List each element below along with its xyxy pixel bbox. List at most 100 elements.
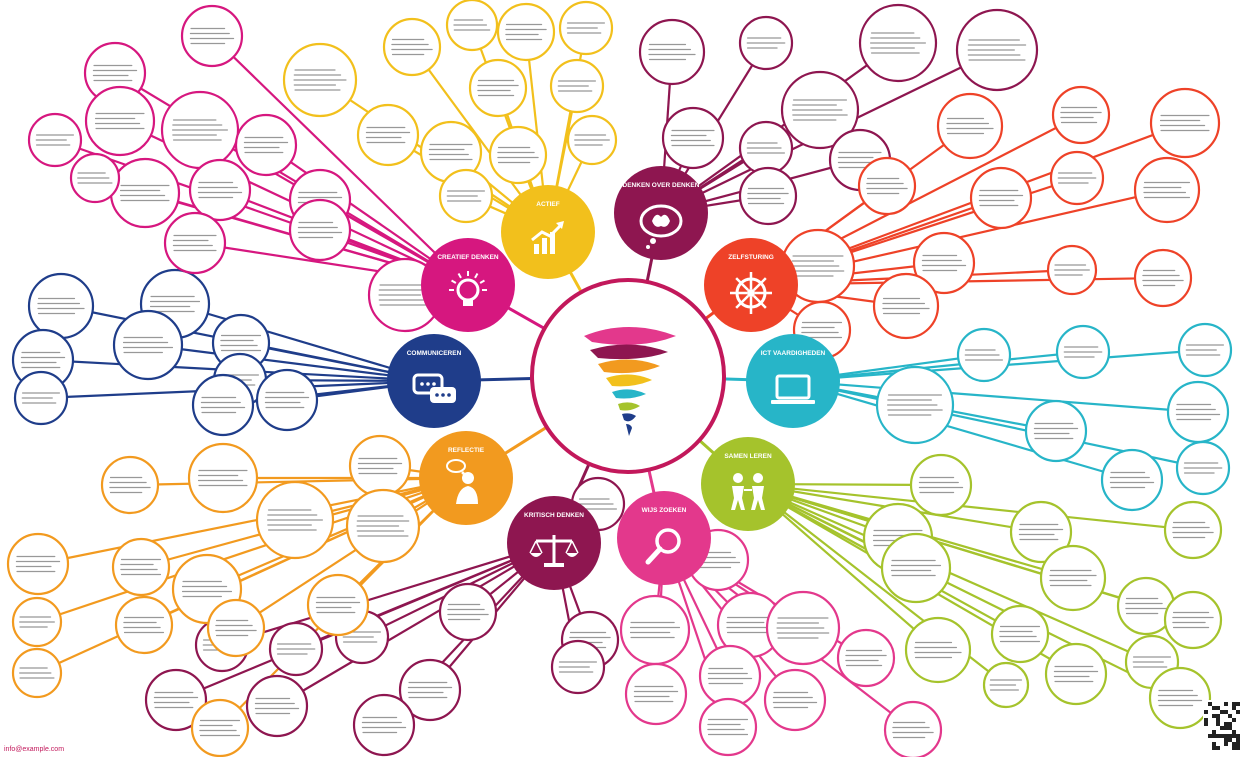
leaf-bubble-ict [875,365,955,445]
leaf-bubble-creatief [288,198,352,262]
leaf-bubble-actie [382,17,442,77]
leaf-bubble-zoek [836,628,896,688]
leaf-bubble-denken [955,8,1039,92]
leaf-bubble-comm [112,309,184,381]
leaf-bubble-zelfsturing [1051,85,1111,145]
leaf-bubble-samen [1163,500,1223,560]
leaf-bubble-zelfsturing [969,166,1033,230]
leaf-bubble-kritisch [144,668,208,732]
leaf-bubble-kritisch [245,674,309,738]
leaf-bubble-creatief [109,157,181,229]
leaf-bubble-reflectie [11,647,63,699]
leaf-bubble-denken [661,106,725,170]
leaf-bubble-kritisch [550,639,606,695]
ship-wheel-icon [730,272,772,314]
leaf-bubble-samen [1116,576,1176,636]
connector-kritisch [221,541,555,647]
hub-reflectie: REFLECTIE [419,431,513,525]
hub-title: SAMEN LEREN [724,453,772,460]
connector-creatief [211,35,469,286]
connector-samen [747,482,1194,532]
leaf-bubble-actie [488,125,548,185]
leaf-bubble-samen [990,604,1050,664]
scales-icon [529,535,579,567]
thinking-person-icon [446,459,478,504]
magnifier-icon [645,528,681,565]
leaf-bubble-actie [558,0,614,56]
speech-bubbles-icon [412,373,456,403]
leaf-bubble-reflectie [255,480,335,560]
leaf-bubble-creatief [234,113,298,177]
leaf-bubble-reflectie [345,488,421,564]
hub-samen: SAMEN LEREN [701,437,795,531]
leaf-bubble-ict [1024,399,1088,463]
leaf-bubble-creatief [84,85,156,157]
leaf-bubble-reflectie [187,442,259,514]
leaf-bubble-creatief [69,152,121,204]
leaf-bubble-samen [1039,544,1107,612]
people-icon [731,473,765,510]
hub-title: WIJS ZOEKEN [642,507,687,514]
leaf-bubble-zelfsturing [1049,150,1105,206]
leaf-bubble-samen [1044,642,1108,706]
leaf-bubble-reflectie [6,532,70,596]
connector-ict [792,379,1199,414]
leaf-bubble-creatief [27,112,83,168]
hub-kritisch: KRITISCH DENKEN [507,496,601,590]
leaf-bubble-zoek [624,662,688,726]
leaf-bubble-zoek [883,700,943,760]
leaf-bubble-creatief [188,158,252,222]
qr-code-icon [1203,700,1240,750]
leaf-bubble-zelfsturing [872,272,940,340]
hub-title: REFLECTIE [448,447,485,454]
leaf-bubble-reflectie [348,434,412,498]
tornado-icon [584,327,676,436]
center-node [530,278,726,474]
leaf-bubble-creatief [160,90,240,170]
leaf-bubble-reflectie [11,596,63,648]
hub-title: ACTIEF [536,201,560,208]
connector-kritisch [276,542,555,707]
leaf-bubble-zelfsturing [1133,248,1193,308]
connector-ict [792,350,1084,383]
leaf-bubble-kritisch [398,658,462,722]
leaf-bubble-samen [1148,666,1212,730]
leaf-bubble-creatief [163,211,227,275]
laptop-icon [771,374,815,404]
leaf-bubble-zoek [765,590,841,666]
leaf-bubble-denken [638,18,706,86]
leaf-bubble-reflectie [111,537,171,597]
leaf-bubble-ict [956,327,1012,383]
leaf-bubble-kritisch [268,621,324,677]
leaf-bubble-reflectie [114,595,174,655]
leaf-bubble-denken [738,120,794,176]
leaf-bubble-layer [6,0,1233,760]
hub-denken: DENKEN OVER DENKEN [614,166,708,260]
hub-title: ZELFSTURING [728,254,774,261]
leaf-bubble-zelfsturing [857,156,917,216]
leaf-bubble-actie [496,2,556,62]
leaf-bubble-samen [982,661,1030,709]
leaf-bubble-denken [738,15,794,71]
lightbulb-icon [449,271,487,306]
footer-contact: info@example.com [4,746,65,753]
leaf-bubble-reflectie [190,698,250,758]
hub-zoek: WIJS ZOEKEN [617,491,711,585]
leaf-bubble-kritisch [438,582,498,642]
leaf-bubble-zoek [698,697,758,757]
leaf-bubble-actie [419,120,483,184]
leaf-bubble-zoek [698,644,762,708]
leaf-bubble-reflectie [100,455,160,515]
leaf-bubble-comm [27,272,95,340]
leaf-bubble-actie [566,114,618,166]
leaf-bubble-ict [1100,448,1164,512]
leaf-bubble-zelfsturing [1046,244,1098,296]
leaf-bubble-actie [438,168,494,224]
leaf-bubble-samen [1163,590,1223,650]
leaf-bubble-ict [1175,440,1231,496]
hub-comm: COMMUNICEREN [387,334,481,428]
leaf-bubble-zelfsturing [1149,87,1221,159]
leaf-bubble-zelfsturing [912,231,976,295]
